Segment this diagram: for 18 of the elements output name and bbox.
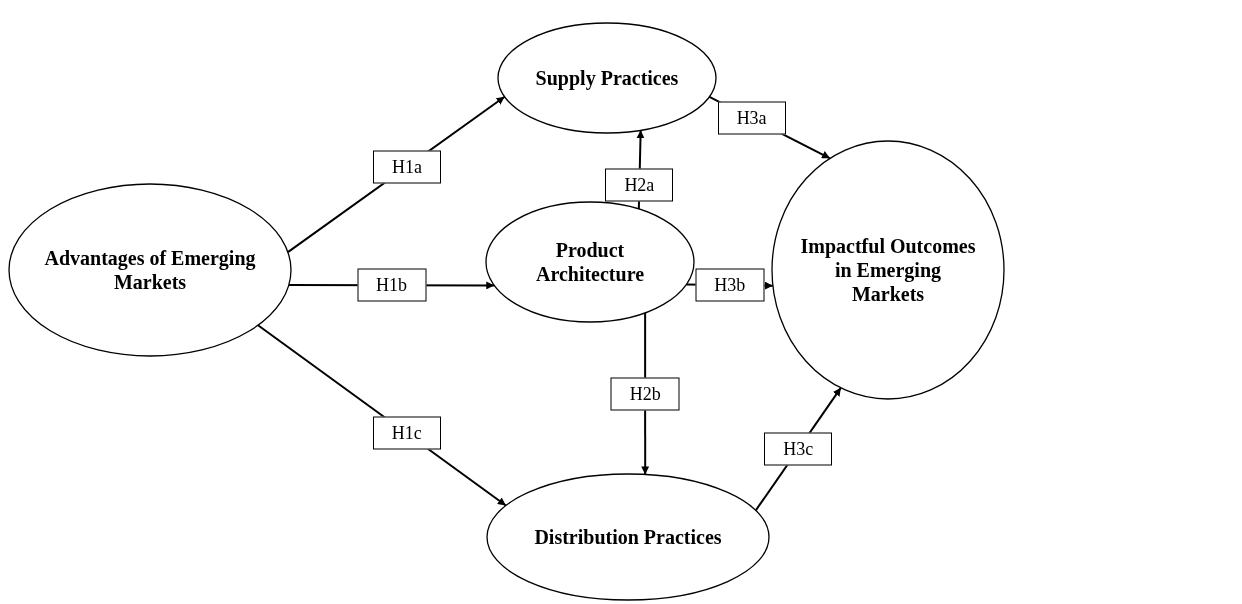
ellipse-node: [485, 201, 695, 323]
node-label: Advantages of Emerging Markets: [43, 246, 257, 294]
edge-label: H2a: [605, 168, 674, 202]
edge-label: H1a: [373, 150, 442, 184]
node-label: Product Architecture: [534, 238, 646, 286]
edge-label: H2b: [610, 377, 680, 411]
ellipse-node: [497, 22, 717, 134]
ellipse-node: [8, 183, 292, 357]
edge-label: H1b: [357, 268, 427, 302]
edge-label: H3a: [717, 101, 786, 135]
edge-label: H1c: [372, 416, 441, 450]
edge-label: H3c: [764, 432, 833, 466]
ellipse-node: [486, 473, 770, 601]
node-label: Supply Practices: [534, 66, 680, 90]
ellipse-node: [771, 140, 1005, 400]
node-label: Distribution Practices: [533, 525, 723, 549]
edge-label: H3b: [695, 268, 765, 302]
node-label: Impactful Outcomes in Emerging Markets: [799, 234, 977, 306]
